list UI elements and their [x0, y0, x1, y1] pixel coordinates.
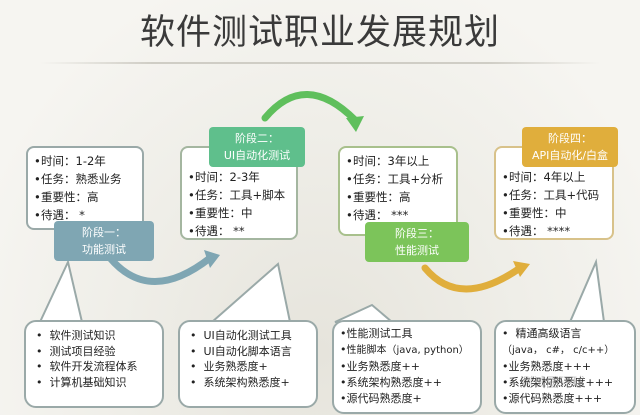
stage3-importance: 重要性：高	[353, 190, 411, 204]
skill-item: 软件开发流程体系	[49, 360, 138, 373]
skill-item: 系统架构熟悉度++	[346, 376, 442, 389]
skill-item: 精通高级语言	[515, 327, 582, 340]
arrow-stage2-to-stage3	[261, 91, 359, 124]
stage2-info-card: •时间：2-3年 •任务：工具+脚本 •重要性：中 •待遇： **	[180, 146, 298, 240]
skill-item: 系统架构熟悉度+	[203, 375, 290, 389]
stage1-salary: 待遇： *	[41, 208, 85, 222]
arrow-head-icon	[346, 116, 364, 132]
stage3-badge: 阶段三： 性能测试	[365, 222, 469, 262]
skill-item: 业务熟悉度++	[346, 360, 420, 373]
skill-item: 源代码熟悉度+	[346, 392, 422, 405]
skill-item: 业务熟悉度+	[203, 360, 268, 373]
stage2-salary: 待遇： **	[195, 224, 245, 238]
watermark: 测试圈环球	[520, 376, 586, 391]
stage4-skills-callout: • 精通高级语言 （java， c#， c/c++） •业务熟悉度+++ •系统…	[494, 320, 636, 414]
skill-item: 源代码熟悉度+++	[508, 392, 603, 405]
arrow-stage3-to-stage4	[421, 264, 524, 293]
page-title: 软件测试职业发展规划	[139, 13, 500, 53]
stage3-task: 任务：工具+分析	[353, 172, 444, 186]
arrow-head-icon	[204, 250, 220, 268]
stage1-badge: 阶段一： 功能测试	[54, 221, 154, 261]
skill-item: （java， c#， c/c++）	[502, 345, 615, 356]
skill-item: 系统架构熟悉度+++	[508, 376, 614, 389]
stage2-badge: 阶段二： UI自动化测试	[209, 127, 305, 167]
title-divider	[40, 62, 600, 64]
stage1-task: 任务：熟悉业务	[41, 172, 122, 186]
stage2-task: 任务：工具+脚本	[195, 188, 286, 202]
callout-pointer-4	[568, 258, 606, 323]
arrow-stage1-to-stage2	[106, 254, 214, 285]
stage4-time: 时间：4年以上	[509, 170, 586, 184]
skill-item: 业务熟悉度+++	[508, 360, 592, 373]
stage1-info-card: •时间：1-2年 •任务：熟悉业务 •重要性：高 •待遇： *	[26, 146, 144, 230]
skill-item: 性能测试工具	[346, 327, 413, 340]
skill-item: 软件测试知识	[49, 329, 116, 342]
stage3-salary: 待遇： ***	[353, 208, 409, 222]
skill-item: UI自动化测试工具	[203, 329, 292, 342]
arrow-head-icon	[513, 261, 530, 277]
skill-item: 性能脚本（java, python）	[346, 345, 469, 356]
callout-pointer-2	[209, 262, 292, 323]
skill-item: 计算机基础知识	[49, 375, 127, 389]
stage4-salary: 待遇： ****	[509, 224, 571, 238]
stage4-task: 任务：工具+代码	[509, 188, 600, 202]
callout-pointer-1	[38, 258, 84, 323]
stage1-time: 时间：1-2年	[41, 154, 106, 168]
stage3-skills-callout: •性能测试工具 •性能脚本（java, python） •业务熟悉度++ •系统…	[332, 320, 482, 414]
stage4-badge: 阶段四： API自动化/白盒	[522, 127, 618, 167]
stage2-importance: 重要性：中	[195, 206, 253, 220]
stage4-importance: 重要性：中	[509, 206, 567, 220]
skill-item: 测试项目经验	[49, 344, 116, 358]
stage3-time: 时间：3年以上	[353, 154, 430, 168]
stage3-info-card: •时间：3年以上 •任务：工具+分析 •重要性：高 •待遇： ***	[338, 146, 458, 236]
stage1-importance: 重要性：高	[41, 190, 99, 204]
stage2-time: 时间：2-3年	[195, 170, 260, 184]
stage1-skills-callout: • 软件测试知识 • 测试项目经验 • 软件开发流程体系 • 计算机基础知识	[24, 320, 164, 408]
stage2-skills-callout: • UI自动化测试工具 • UI自动化脚本语言 • 业务熟悉度+ • 系统架构熟…	[178, 320, 318, 408]
skill-item: UI自动化脚本语言	[203, 344, 292, 358]
